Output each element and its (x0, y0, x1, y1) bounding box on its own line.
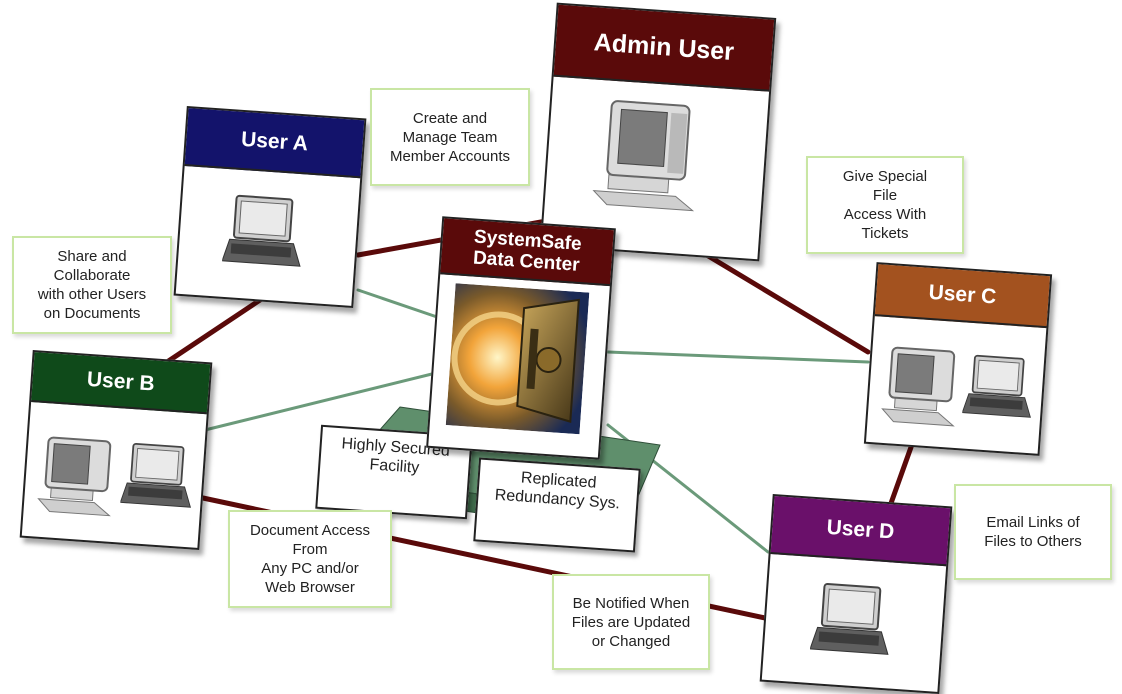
desktop-computer-icon (37, 436, 112, 517)
user-a-node[interactable]: User A (173, 105, 367, 309)
note-manage-accounts: Create and Manage Team Member Accounts (370, 88, 530, 186)
laptop-icon (119, 442, 191, 508)
user-c-node[interactable]: User C (863, 262, 1053, 456)
user-b-node[interactable]: User B (19, 349, 213, 551)
link-user-a-user-b (152, 289, 275, 373)
note-document-access: Document Access From Any PC and/or Web B… (228, 510, 392, 608)
note-collaborate: Share and Collaborate with other Users o… (12, 236, 172, 334)
link-admin-user-c (687, 242, 871, 355)
replicated-redundancy-label: Replicated Redundancy Sys. (473, 457, 641, 553)
note-email-links: Email Links of Files to Others (954, 484, 1112, 580)
note-notified: Be Notified When Files are Updated or Ch… (552, 574, 710, 670)
link-center-user-b (203, 370, 442, 432)
user-d-node[interactable]: User D (759, 493, 953, 694)
desktop-computer-icon (592, 100, 695, 212)
link-center-user-a (356, 288, 442, 320)
vault-security-image (445, 283, 590, 435)
note-tickets: Give Special File Access With Tickets (806, 156, 964, 254)
laptop-icon (221, 194, 301, 267)
admin-user-node[interactable]: Admin User (539, 2, 777, 262)
link-center-user-c (606, 350, 870, 364)
laptop-icon (809, 582, 889, 655)
data-center-node[interactable]: SystemSafe Data Center (426, 216, 616, 460)
desktop-computer-icon (881, 346, 956, 427)
laptop-icon (961, 354, 1031, 418)
